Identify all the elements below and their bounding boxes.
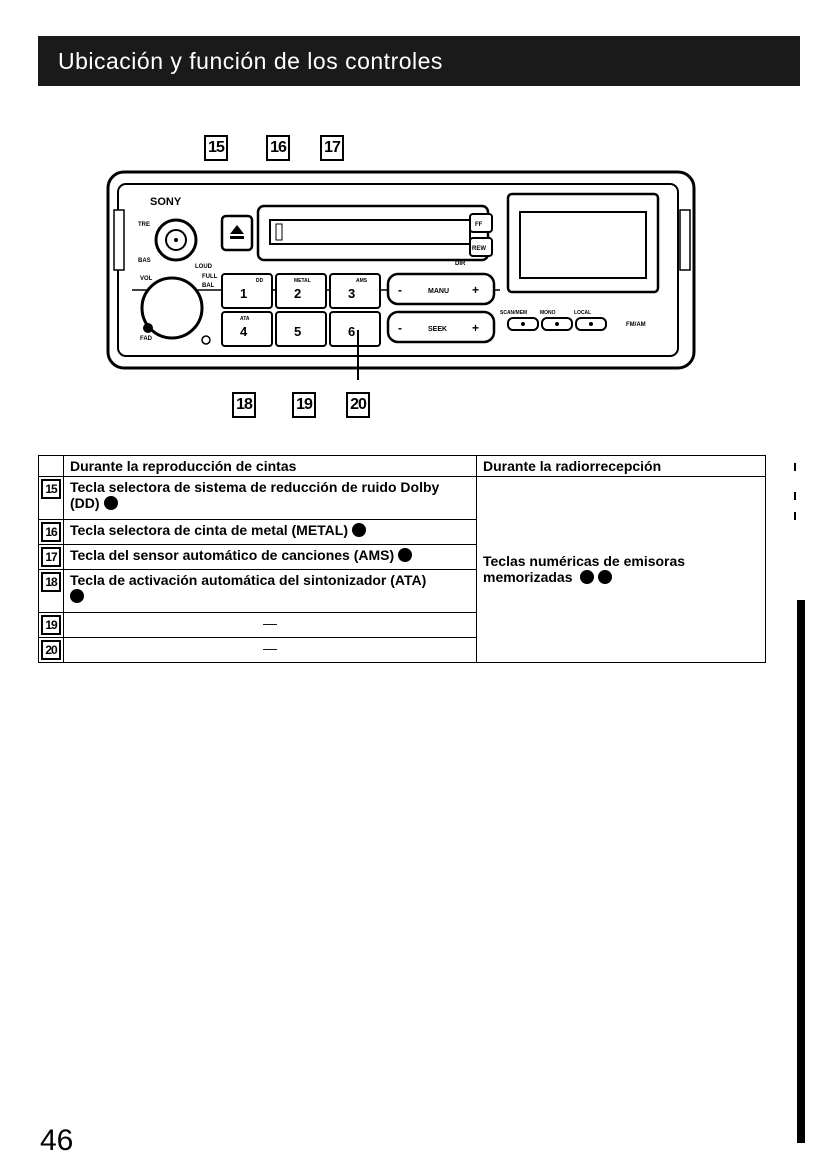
step-bullet-icon <box>70 589 84 603</box>
callout-17: 17 <box>320 135 344 161</box>
radio-function-text: Teclas numéricas de emisoras memorizadas <box>483 552 686 585</box>
col-header-radio: Durante la radiorrecepción <box>476 455 766 477</box>
svg-text:FULL: FULL <box>202 274 218 280</box>
svg-text:-: - <box>398 321 402 335</box>
svg-text:3: 3 <box>348 286 355 301</box>
edge-mark <box>794 463 796 471</box>
svg-text:1: 1 <box>240 286 247 301</box>
svg-text:BAL: BAL <box>202 283 215 289</box>
svg-text:LOCAL: LOCAL <box>574 310 591 316</box>
row-text: — <box>63 612 477 638</box>
row-number: 18 <box>41 572 61 592</box>
svg-text:MONO: MONO <box>540 310 556 316</box>
page-number: 46 <box>40 1124 74 1157</box>
row-number: 17 <box>41 547 61 567</box>
callout-15: 15 <box>204 135 228 161</box>
svg-text:2: 2 <box>294 286 301 301</box>
svg-text:AMS: AMS <box>356 278 368 284</box>
car-stereo-illustration: SONY TRE BAS LOUD VOL FULL BAL FAD FF RE… <box>106 170 696 380</box>
controls-table: Durante la reproducción de cintas Durant… <box>38 455 766 663</box>
step-bullet-icon <box>580 569 595 584</box>
table-row: 18 Tecla de activación automática del si… <box>38 569 766 613</box>
svg-text:FM/AM: FM/AM <box>626 322 646 328</box>
svg-text:VOL: VOL <box>140 276 153 282</box>
svg-text:+: + <box>472 283 479 297</box>
edge-mark <box>794 492 796 500</box>
row-text: Tecla del sensor automático de canciones… <box>70 547 395 563</box>
row-number: 15 <box>41 479 61 499</box>
step-bullet-icon <box>352 523 367 537</box>
step-bullet-icon <box>398 548 413 562</box>
brand-logo: SONY <box>150 196 182 208</box>
svg-text:SCAN/MEM: SCAN/MEM <box>500 310 527 316</box>
callout-19: 19 <box>292 392 316 418</box>
svg-text:BAS: BAS <box>138 258 151 264</box>
step-bullet-icon <box>103 496 118 510</box>
page-edge-bar <box>797 600 805 1143</box>
table-row: 20 — <box>38 637 766 663</box>
svg-text:SEEK: SEEK <box>428 326 447 333</box>
row-text: Tecla selectora de cinta de metal (METAL… <box>70 522 349 538</box>
edge-mark <box>794 512 796 520</box>
callout-18: 18 <box>232 392 256 418</box>
row-number: 19 <box>41 615 61 635</box>
callout-20: 20 <box>346 392 370 418</box>
svg-text:MANU: MANU <box>428 288 449 295</box>
row-text: Tecla selectora de sistema de reducción … <box>70 479 440 511</box>
row-text: — <box>63 637 477 663</box>
table-row: 16 Tecla selectora de cinta de metal (ME… <box>38 519 766 545</box>
svg-text:ATA: ATA <box>240 316 250 322</box>
svg-text:TRE: TRE <box>138 222 150 228</box>
svg-text:REW: REW <box>472 246 486 252</box>
step-bullet-icon <box>598 569 613 584</box>
table-row: 15 Tecla selectora de sistema de reducci… <box>38 476 766 663</box>
svg-text:DIR: DIR <box>455 261 466 267</box>
svg-text:LOUD: LOUD <box>195 264 213 270</box>
col-header-tape: Durante la reproducción de cintas <box>63 455 477 477</box>
svg-text:FF: FF <box>475 222 483 228</box>
callout-16: 16 <box>266 135 290 161</box>
svg-text:FAD: FAD <box>140 336 153 342</box>
table-row: 19 — <box>38 612 766 638</box>
svg-text:+: + <box>472 321 479 335</box>
svg-text:DD: DD <box>256 278 264 284</box>
page-title: Ubicación y función de los controles <box>38 36 800 86</box>
svg-text:-: - <box>398 283 402 297</box>
svg-text:METAL: METAL <box>294 278 311 284</box>
row-text: Tecla de activación automática del sinto… <box>70 572 427 588</box>
row-number: 16 <box>41 522 61 542</box>
svg-text:6: 6 <box>348 324 355 339</box>
svg-text:5: 5 <box>294 324 301 339</box>
row-number: 20 <box>41 640 61 660</box>
svg-text:4: 4 <box>240 324 248 339</box>
